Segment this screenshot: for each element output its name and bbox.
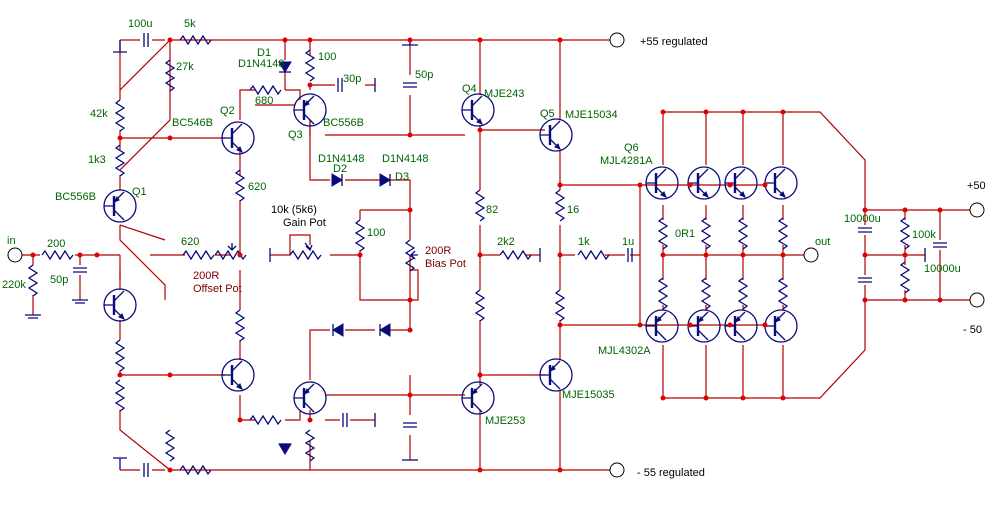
d3-label: D3 [395,171,409,183]
c-10000u-b-label: 10000u [924,263,961,275]
r-100-gain-label: 100 [367,227,385,239]
q6-label: Q6 [624,142,639,154]
q6-type-label: MJL4281A [600,155,653,167]
c-50p-vas-label: 50p [415,69,433,81]
q1-type-label: BC556B [55,191,96,203]
r-620-v-label: 620 [248,181,266,193]
q2-label: Q2 [220,105,235,117]
terminals [7,32,985,478]
offset-pot-name: Offset Pot [193,283,242,295]
d3-type-label: D1N4148 [382,153,428,165]
neg-supply-label: - 50 [963,324,982,336]
r-680-label: 680 [255,95,273,107]
q4-type-label: MJE243 [484,88,524,100]
q4-label: Q4 [462,83,477,95]
q3-label: Q3 [288,129,303,141]
neg-supply-terminal[interactable] [969,292,985,308]
q5-type-label: MJE15034 [565,109,618,121]
c-10000u-a-label: 10000u [844,213,881,225]
wiring [22,39,970,471]
pos-supply-terminal[interactable] [969,202,985,218]
d1-label: D1 [257,47,271,59]
junction-dots [30,37,943,473]
r-1k3-label: 1k3 [88,154,106,166]
r-5k-label: 5k [184,18,196,30]
q2-type-label: BC546B [172,117,213,129]
r-16-label: 16 [567,204,579,216]
neg-reg-terminal[interactable] [609,462,625,478]
q1-label: Q1 [132,186,147,198]
c-1u-label: 1u [622,236,634,248]
d2-label: D2 [333,163,347,175]
c-30p-label: 30p [343,73,361,85]
r-2k2-label: 2k2 [497,236,515,248]
r-42k-label: 42k [90,108,108,120]
r-0r1-label: 0R1 [675,228,695,240]
r-82-label: 82 [486,204,498,216]
r-1k-label: 1k [578,236,590,248]
bias-pot-value: 200R [425,245,451,257]
bias-pot-name: Bias Pot [425,258,466,270]
r-27k-label: 27k [176,61,194,73]
q-out-neg-type-label: MJL4302A [598,345,651,357]
labels: +55 regulated - 55 regulated +50 - 50 in… [2,18,986,479]
r-100-top-label: 100 [318,51,336,63]
pos-supply-label: +50 [967,180,986,192]
q-drv-neg-type-label: MJE15035 [562,389,615,401]
input-terminal[interactable] [7,247,23,263]
neg-reg-label: - 55 regulated [637,467,705,479]
input-label: in [7,235,16,247]
q-vas-neg-type-label: MJE253 [485,415,525,427]
pos-reg-label: +55 regulated [640,36,708,48]
r-620-h-label: 620 [181,236,199,248]
gain-pot-value: 10k (5k6) [271,204,317,216]
pos-reg-terminal[interactable] [609,32,625,48]
output-terminal[interactable] [803,247,819,263]
offset-pot-value: 200R [193,270,219,282]
r-200-label: 200 [47,238,65,250]
r-220k-label: 220k [2,279,26,291]
q3-type-label: BC556B [323,117,364,129]
d2-type-label: D1N4148 [318,153,364,165]
c-100u-label: 100u [128,18,152,30]
r-100k-label: 100k [912,229,936,241]
c-50p-in-label: 50p [50,274,68,286]
output-label: out [815,236,830,248]
gain-pot-name: Gain Pot [283,217,326,229]
q5-label: Q5 [540,108,555,120]
d1-type-label: D1N4148 [238,58,284,70]
